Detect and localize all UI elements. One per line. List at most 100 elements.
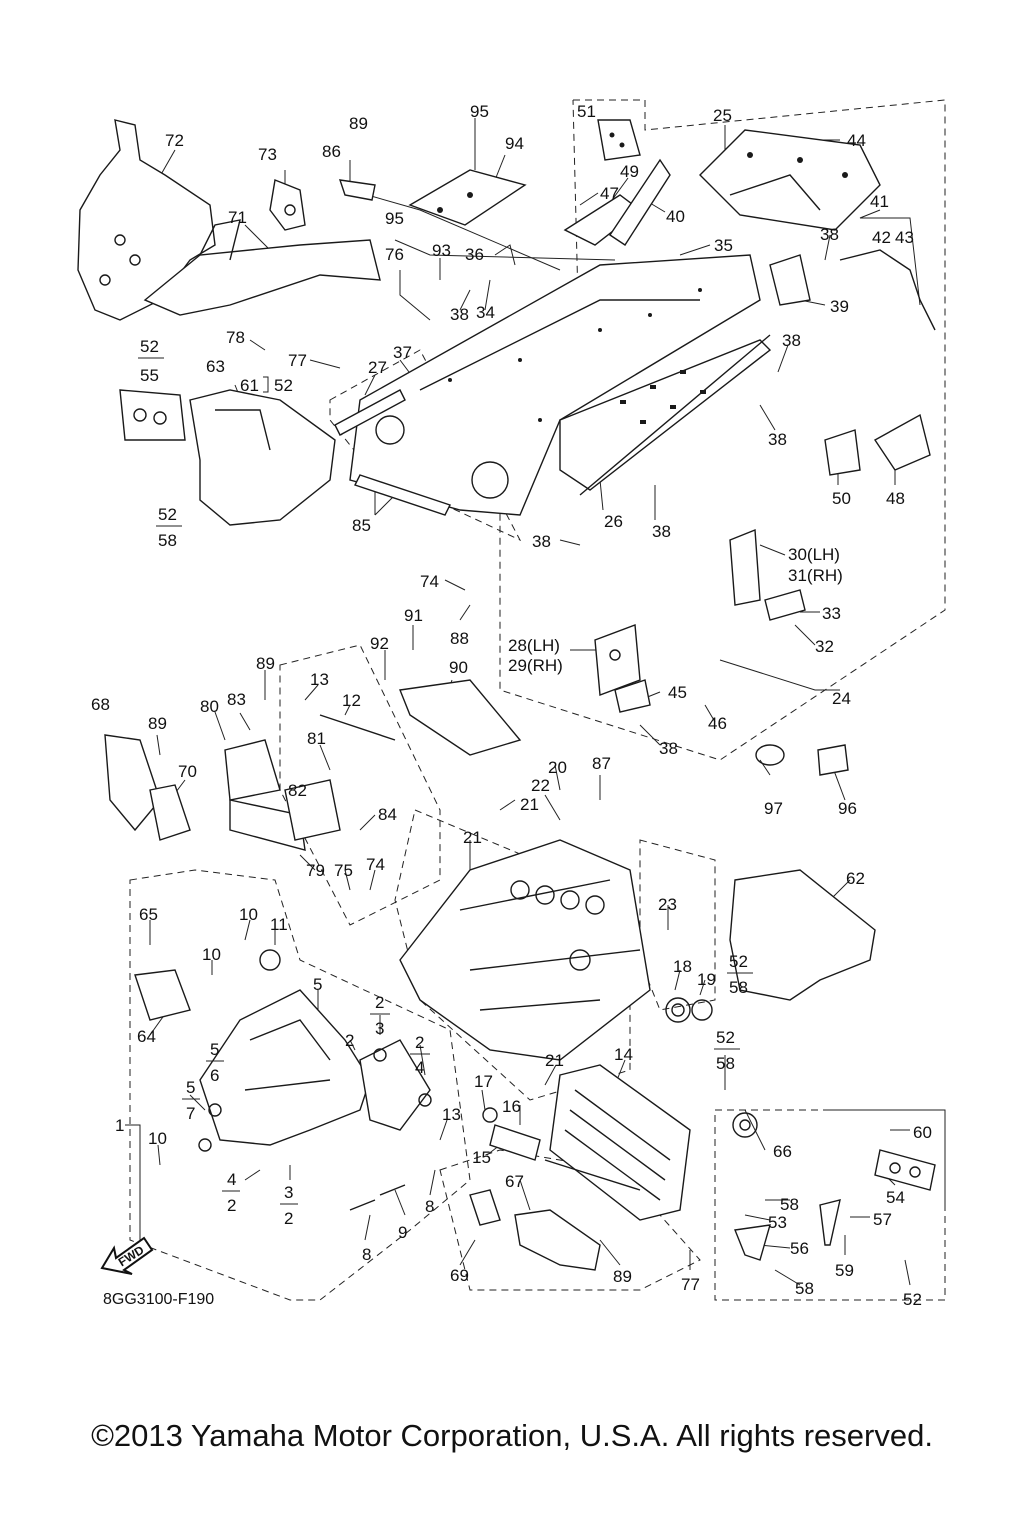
callout-57: 57 <box>873 1210 892 1229</box>
duct-67 <box>514 1209 601 1271</box>
callout-38: 38 <box>782 331 801 350</box>
callout-84: 84 <box>378 805 397 824</box>
callout-21: 21 <box>463 828 482 847</box>
callout-72: 72 <box>165 131 184 150</box>
callout-9: 9 <box>398 1223 407 1242</box>
plate-94 <box>408 169 527 226</box>
plate-54 <box>874 1149 936 1191</box>
callout-38: 38 <box>532 532 551 551</box>
callout-18: 18 <box>673 957 692 976</box>
callout-93: 93 <box>432 241 451 260</box>
callout-7: 7 <box>186 1104 195 1123</box>
callout-8: 8 <box>425 1197 434 1216</box>
callouts: 72 73 86 89 95 94 51 25 44 49 47 40 41 4… <box>91 102 932 1309</box>
callout-92: 92 <box>370 634 389 653</box>
callout-23: 23 <box>658 895 677 914</box>
callout-67: 67 <box>505 1172 524 1191</box>
callout-10: 10 <box>239 905 258 924</box>
callout-4: 4 <box>415 1058 424 1077</box>
callout-1: 1 <box>115 1116 124 1135</box>
callout-64: 64 <box>137 1027 156 1046</box>
callout-38: 38 <box>768 430 787 449</box>
callout-69: 69 <box>450 1266 469 1285</box>
callout-56: 56 <box>790 1239 809 1258</box>
heat-exchanger-14 <box>549 1064 691 1221</box>
callout-71: 71 <box>228 208 247 227</box>
callout-8: 8 <box>362 1245 371 1264</box>
callout-40: 40 <box>666 207 685 226</box>
callout-94: 94 <box>505 134 524 153</box>
callout-19: 19 <box>697 970 716 989</box>
callout-97: 97 <box>764 799 783 818</box>
callout-37: 37 <box>393 343 412 362</box>
plate-50 <box>824 429 861 476</box>
callout-12: 12 <box>342 691 361 710</box>
callout-47: 47 <box>600 184 619 203</box>
running-board <box>559 339 772 491</box>
callout-2: 2 <box>415 1033 424 1052</box>
callout-48: 48 <box>886 489 905 508</box>
reference-code: 8GG3100-F190 <box>103 1291 215 1308</box>
callout-63: 63 <box>206 357 225 376</box>
callout-62: 62 <box>846 869 865 888</box>
callout-39: 39 <box>830 297 849 316</box>
callout-89: 89 <box>148 714 167 733</box>
callout-77: 77 <box>681 1275 700 1294</box>
callout-74: 74 <box>420 572 439 591</box>
callout-43: 43 <box>895 228 914 247</box>
callout-38: 38 <box>820 225 839 244</box>
callout-77: 77 <box>288 351 307 370</box>
callout-2: 2 <box>375 993 384 1012</box>
callout-26: 26 <box>604 512 623 531</box>
callout-89: 89 <box>613 1267 632 1286</box>
callout-10: 10 <box>202 945 221 964</box>
callout-21: 21 <box>520 795 539 814</box>
callout-61: 61 <box>240 376 259 395</box>
callout-6: 6 <box>210 1066 219 1085</box>
callout-29-rh: 29(RH) <box>508 656 563 675</box>
callout-52: 52 <box>716 1028 735 1047</box>
plate-90 <box>399 679 522 756</box>
callout-36: 36 <box>465 245 484 264</box>
callout-66: 66 <box>773 1142 792 1161</box>
callout-46: 46 <box>708 714 727 733</box>
callout-55: 55 <box>140 366 159 385</box>
callout-5: 5 <box>313 975 322 994</box>
callout-75: 75 <box>334 861 353 880</box>
callout-25: 25 <box>713 106 732 125</box>
callout-30-lh: 30(LH) <box>788 545 840 564</box>
bracket-63 <box>189 389 336 526</box>
callout-41: 41 <box>870 192 889 211</box>
callout-24: 24 <box>832 689 851 708</box>
callout-16: 16 <box>502 1097 521 1116</box>
callout-85: 85 <box>352 516 371 535</box>
callout-59: 59 <box>835 1261 854 1280</box>
callout-89: 89 <box>349 114 368 133</box>
callout-38: 38 <box>659 739 678 758</box>
callout-52: 52 <box>274 376 293 395</box>
callout-27: 27 <box>368 358 387 377</box>
callout-11: 11 <box>270 915 288 934</box>
callout-52: 52 <box>158 505 177 524</box>
bulkhead-frame <box>399 839 651 1061</box>
callout-78: 78 <box>226 328 245 347</box>
callout-22: 22 <box>531 776 550 795</box>
callout-82: 82 <box>288 781 307 800</box>
callout-81: 81 <box>307 729 326 748</box>
suspension-bracket-1 <box>199 989 371 1146</box>
callout-52: 52 <box>140 337 159 356</box>
callout-38: 38 <box>450 305 469 324</box>
callout-3: 3 <box>284 1183 293 1202</box>
cover-68 <box>104 734 161 832</box>
callout-91: 91 <box>404 606 423 625</box>
callout-52: 52 <box>729 952 748 971</box>
plate-51 <box>597 119 641 161</box>
callout-70: 70 <box>178 762 197 781</box>
callout-49: 49 <box>620 162 639 181</box>
callout-2: 2 <box>345 1031 354 1050</box>
callout-45: 45 <box>668 683 687 702</box>
callout-4: 4 <box>227 1170 236 1189</box>
callout-42: 42 <box>872 228 891 247</box>
callout-58: 58 <box>158 531 177 550</box>
